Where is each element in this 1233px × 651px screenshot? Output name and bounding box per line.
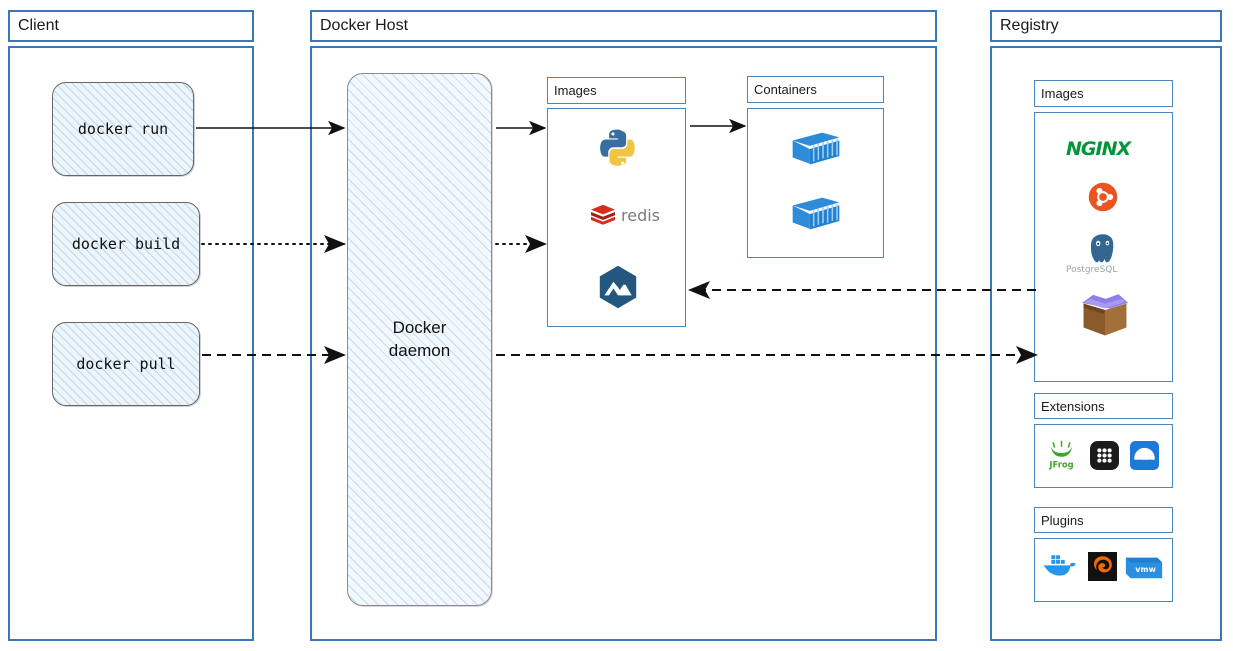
postgresql-label: PostgreSQL [1066, 265, 1118, 275]
daemon-label-line1: Docker [392, 317, 447, 337]
section-header-host-images: Images [547, 77, 686, 104]
docker-daemon-box[interactable]: Docker daemon [347, 73, 492, 606]
package-box-icon [1081, 294, 1129, 336]
container-box-icon [792, 132, 840, 165]
command-box-docker-pull[interactable]: docker pull [52, 322, 200, 406]
section-title: Images [554, 83, 597, 98]
section-header-plugins: Plugins [1034, 507, 1173, 533]
docker-whale-icon [1043, 555, 1076, 576]
section-header-extensions: Extensions [1034, 393, 1173, 419]
jfrog-icon: JFrog [1048, 440, 1074, 469]
panel-header-client: Client [8, 10, 254, 42]
command-label: docker build [71, 235, 181, 253]
redis-icon [591, 204, 615, 225]
panel-header-docker-host: Docker Host [310, 10, 937, 42]
redis-label: redis [621, 206, 661, 225]
alpine-icon [599, 265, 637, 309]
postgresql-icon [1090, 234, 1114, 263]
grafana-icon [1088, 552, 1117, 581]
panel-title-docker-host: Docker Host [320, 17, 409, 34]
section-header-registry-images: Images [1034, 80, 1173, 107]
panel-title-client: Client [18, 17, 59, 34]
command-label: docker pull [76, 355, 176, 373]
svg-text:JFrog: JFrog [1048, 459, 1073, 469]
command-box-docker-build[interactable]: docker build [52, 202, 200, 286]
section-title: Containers [754, 82, 817, 97]
command-box-docker-run[interactable]: docker run [52, 82, 194, 176]
python-icon [600, 129, 635, 166]
command-label: docker run [77, 120, 169, 138]
section-title: Images [1041, 86, 1084, 101]
ubuntu-icon [1088, 182, 1118, 212]
daemon-label-line2: daemon [388, 340, 451, 360]
panel-title-registry: Registry [1000, 17, 1059, 34]
section-title: Plugins [1041, 512, 1084, 528]
section-title: Extensions [1041, 398, 1105, 414]
container-box-icon [792, 197, 840, 230]
vmware-icon: vmw [1125, 557, 1163, 579]
section-header-containers: Containers [747, 76, 884, 103]
svg-text:vmw: vmw [1135, 565, 1156, 574]
apps-grid-icon [1090, 441, 1119, 470]
nginx-icon: NGINX [1066, 138, 1131, 160]
section-body-containers [747, 108, 884, 258]
blue-tunnel-icon [1130, 441, 1159, 470]
panel-header-registry: Registry [990, 10, 1222, 42]
